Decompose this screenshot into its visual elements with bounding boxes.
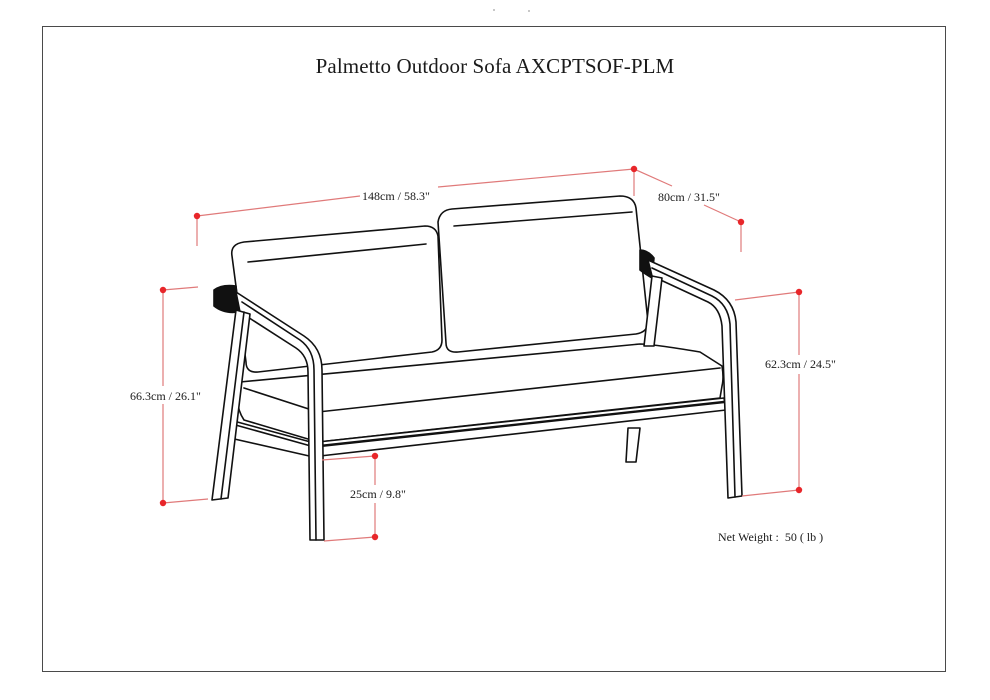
depth-dimension-label: 80cm / 31.5" (656, 190, 722, 204)
sofa-illustration (211, 195, 743, 541)
width-dimension-label: 148cm / 58.3" (360, 189, 432, 203)
net-weight-value: 50 ( lb ) (784, 530, 824, 544)
drawing-frame (42, 26, 946, 672)
overall-height-dimension-label: 66.3cm / 26.1" (128, 389, 203, 403)
scan-speck (528, 10, 530, 12)
scan-speck (493, 9, 495, 11)
dimension-lines (162, 168, 800, 542)
arm-height-dimension-label: 62.3cm / 24.5" (763, 357, 838, 371)
clearance-dimension-label: 25cm / 9.8" (348, 487, 408, 501)
product-title: Palmetto Outdoor Sofa AXCPTSOF-PLM (315, 54, 675, 78)
net-weight: Net Weight : 50 ( lb ) (718, 530, 823, 545)
dimension-dots (159, 165, 803, 541)
net-weight-label: Net Weight : (718, 530, 779, 544)
